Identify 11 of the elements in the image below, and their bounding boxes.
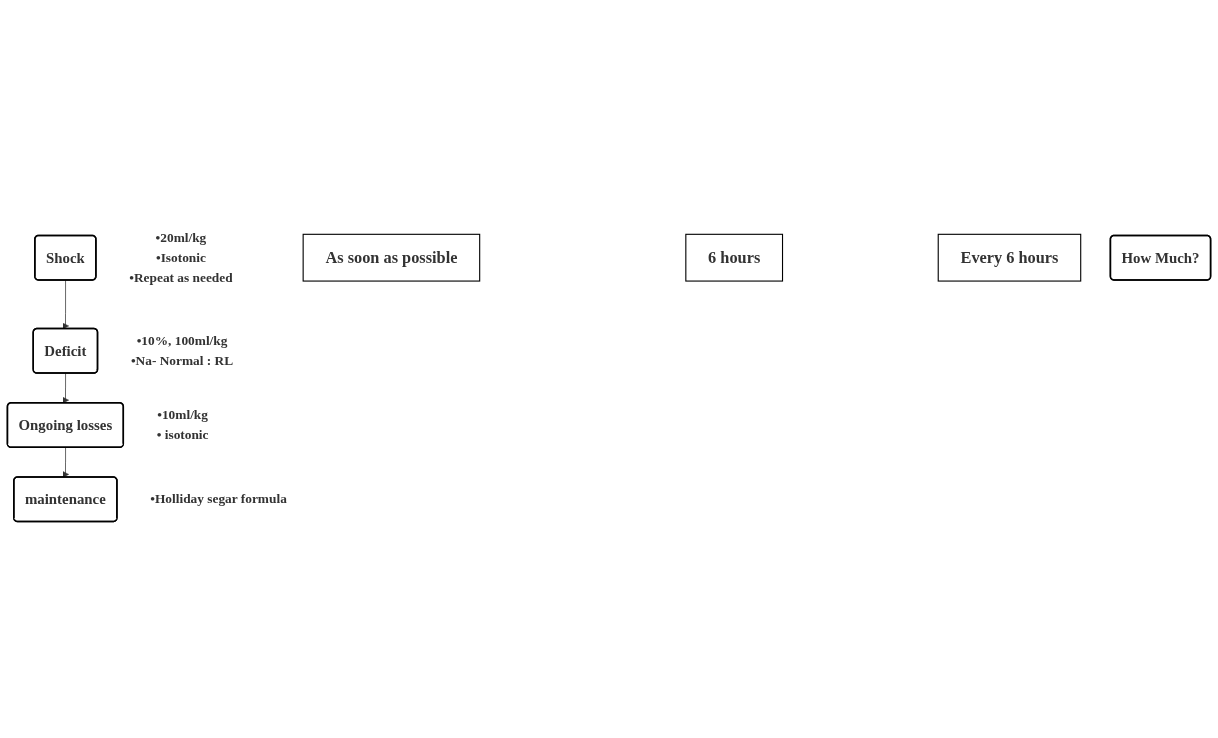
node-label: •Holliday segar formula (150, 491, 287, 507)
node-box (937, 233, 1082, 282)
node-label: •20ml/kg (155, 229, 207, 245)
node-label: •Repeat as needed (129, 269, 233, 285)
node-box (685, 233, 784, 282)
node-label: •Na- Normal : RL (130, 353, 234, 368)
node-label: •10%, 100ml/kg (136, 333, 228, 348)
node-label: •10ml/kg (157, 407, 208, 423)
node-box (302, 233, 481, 282)
node-label: •Isotonic (155, 249, 206, 265)
node-label: • isotonic (156, 427, 209, 443)
